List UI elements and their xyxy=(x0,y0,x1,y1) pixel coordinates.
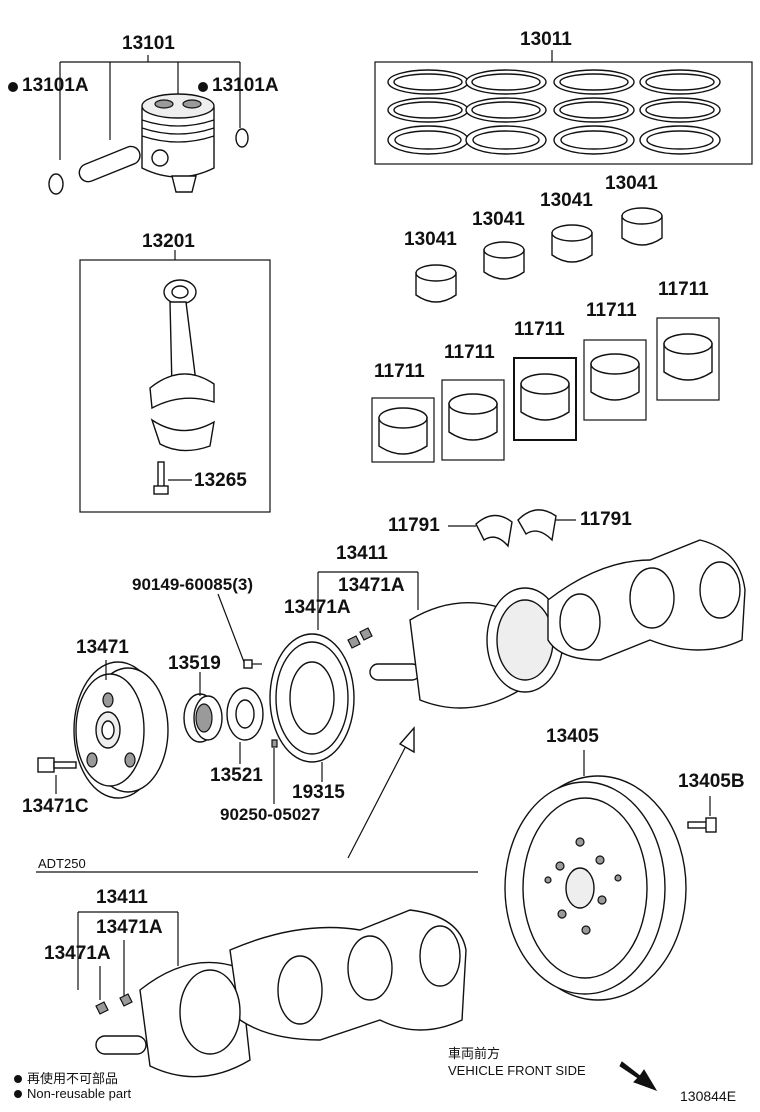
label-pulley-bolt: 13471C xyxy=(22,796,89,817)
timing-bolt-shape xyxy=(243,659,262,669)
main-bearing-shapes xyxy=(371,317,720,463)
legend-nonreusable-jp: 再使用不可部品 xyxy=(14,1068,118,1087)
non-reusable-dot-icon xyxy=(8,82,18,92)
snap-ring-right-shape xyxy=(235,128,249,148)
figure-id: 130844E xyxy=(680,1088,737,1104)
piston-shape xyxy=(141,93,215,193)
label-rod-bearing-2: 13041 xyxy=(472,209,525,230)
label-rod-bearing-3: 13041 xyxy=(540,190,593,211)
label-timing-bolt: 90149-60085(3) xyxy=(132,575,253,594)
sensor-plate-shape xyxy=(269,633,355,763)
label-gear-13519: 13519 xyxy=(168,653,221,674)
label-main-bearing-1: 11711 xyxy=(374,361,425,382)
label-snap-ring-left: 13101A xyxy=(8,76,89,95)
label-pulley: 13471 xyxy=(76,637,129,658)
pin-shape xyxy=(271,739,278,748)
snap-ring-left-shape xyxy=(48,173,64,195)
crank-key-shapes xyxy=(347,627,373,649)
gear-13521-shape xyxy=(226,687,264,741)
label-crank-bottom: 13411 xyxy=(96,887,148,908)
front-parts-leader-lines xyxy=(55,593,323,804)
piston-leader-lines xyxy=(59,55,241,160)
non-reusable-dot-icon xyxy=(14,1090,22,1098)
pulley-bolt-shape xyxy=(37,757,77,773)
label-snap-ring-right-text: 13101A xyxy=(212,75,279,96)
ring-set-box xyxy=(374,61,753,165)
label-flywheel: 13405 xyxy=(546,726,599,747)
label-gear-13521: 13521 xyxy=(210,765,263,786)
label-crank-key-bottom-left: 13471A xyxy=(44,943,111,964)
label-flywheel-bolt: 13405B xyxy=(678,771,745,792)
gear-13519-shape xyxy=(183,693,223,743)
label-main-bearing-5: 11711 xyxy=(658,279,709,300)
label-conrod: 13201 xyxy=(142,231,195,252)
label-main-bearing-2: 11711 xyxy=(444,342,495,363)
label-main-bearing-4: 11711 xyxy=(586,300,637,321)
rod-bearing-shapes xyxy=(415,207,663,303)
piston-ring-shapes xyxy=(387,69,721,155)
label-conrod-bolt: 13265 xyxy=(194,470,247,491)
label-ring-set: 13011 xyxy=(520,29,572,50)
non-reusable-dot-icon xyxy=(198,82,208,92)
label-variant-title: ADT250 xyxy=(38,856,86,871)
label-sensor-plate: 19315 xyxy=(292,782,345,803)
label-crank-top: 13411 xyxy=(336,543,388,564)
crankshaft-bottom-shape xyxy=(95,909,467,1078)
label-thrust-washer-left: 11791 xyxy=(388,515,440,536)
label-snap-ring-left-text: 13101A xyxy=(22,75,89,96)
label-piston-assy: 13101 xyxy=(122,33,175,54)
label-crank-key-top-left: 13471A xyxy=(284,597,351,618)
variant-leader-lines xyxy=(77,911,179,1000)
vehicle-front-en: VEHICLE FRONT SIDE xyxy=(448,1063,586,1078)
label-rod-bearing-1: 13041 xyxy=(404,229,457,250)
label-snap-ring-right: 13101A xyxy=(198,76,279,95)
crankshaft-top-shape xyxy=(317,539,746,709)
label-thrust-washer-right: 11791 xyxy=(580,509,632,530)
assembly-arrow-icon xyxy=(347,726,415,859)
legend-nonreusable-en: Non-reusable part xyxy=(14,1086,131,1101)
vehicle-front-arrow-icon xyxy=(619,1061,658,1091)
flywheel-shape xyxy=(504,775,687,1001)
legend-nonreusable-en-text: Non-reusable part xyxy=(27,1086,132,1101)
label-main-bearing-3: 11711 xyxy=(514,319,565,340)
conrod-shape xyxy=(149,279,215,495)
label-rod-bearing-4: 13041 xyxy=(605,173,658,194)
piston-pin-shape xyxy=(78,145,141,183)
flywheel-bolt-shape xyxy=(687,796,717,833)
label-crank-key-top-right: 13471A xyxy=(338,575,405,596)
label-pin: 90250-05027 xyxy=(220,805,321,824)
legend-nonreusable-jp-text: 再使用不可部品 xyxy=(27,1071,119,1086)
thrust-washer-shapes xyxy=(448,509,576,548)
crank-pulley-shape xyxy=(73,661,169,799)
vehicle-front-jp: 車両前方 xyxy=(448,1046,501,1061)
label-crank-key-bottom-right: 13471A xyxy=(96,917,163,938)
non-reusable-dot-icon xyxy=(14,1075,22,1083)
